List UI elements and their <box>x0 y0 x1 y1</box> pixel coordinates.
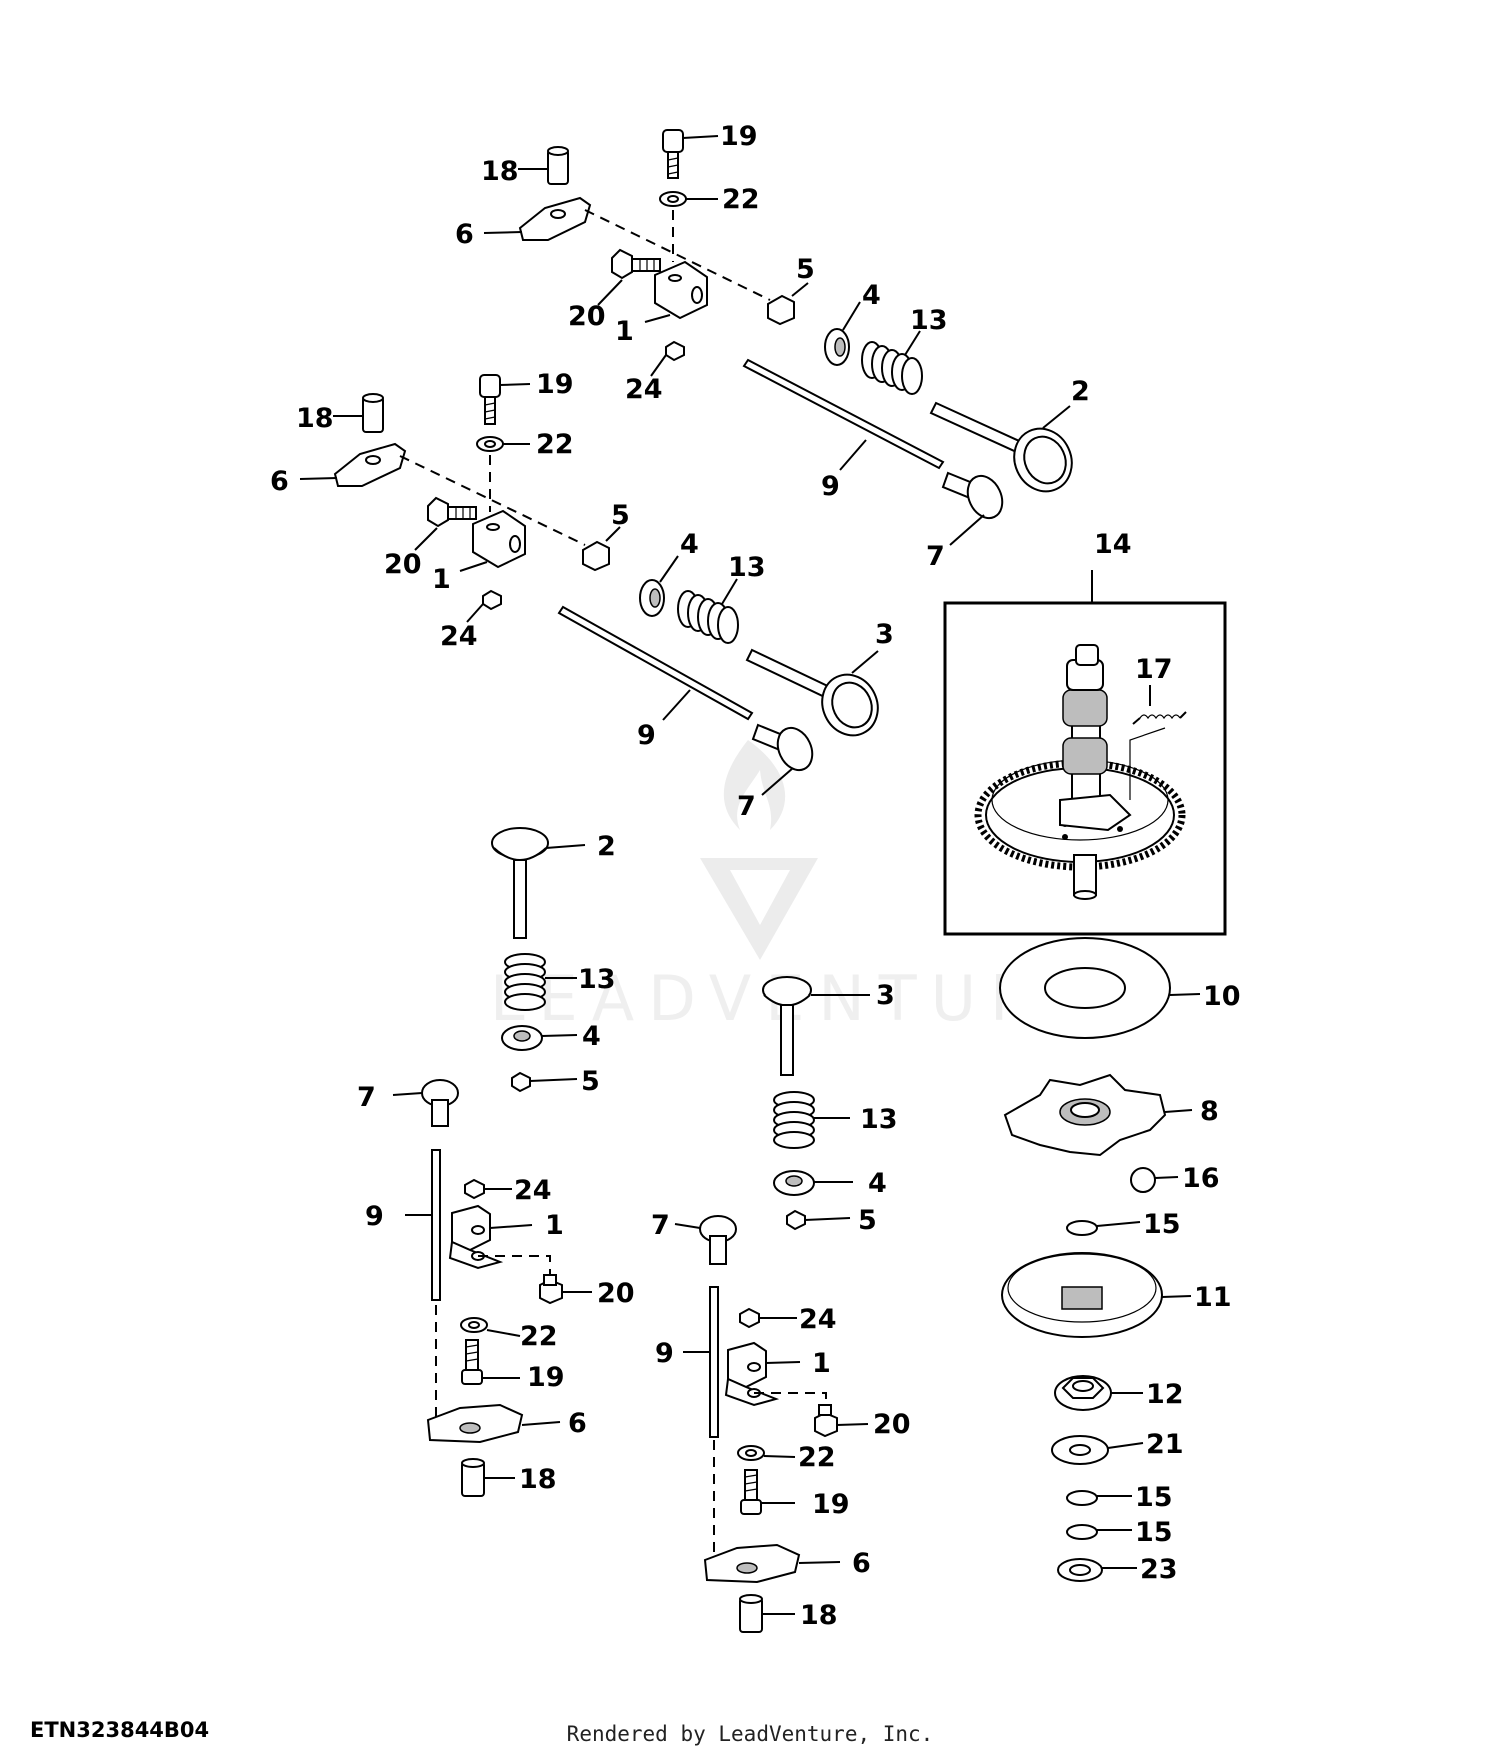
callout-13: 13 <box>860 1104 898 1135</box>
callout-7: 7 <box>651 1210 670 1241</box>
callout-22: 22 <box>798 1442 836 1473</box>
callout-1: 1 <box>812 1348 831 1379</box>
callout-20: 20 <box>597 1278 635 1309</box>
callout-23: 23 <box>1140 1554 1178 1585</box>
callout-24: 24 <box>514 1175 552 1206</box>
callout-labels: 19 22 18 6 5 20 1 24 4 13 2 9 7 19 18 22… <box>270 121 1241 1631</box>
callout-15: 15 <box>1135 1482 1173 1513</box>
callout-1: 1 <box>545 1210 564 1241</box>
callout-14: 14 <box>1094 529 1132 560</box>
lower-valve-assembly-d <box>674 976 870 1633</box>
callout-6: 6 <box>568 1408 587 1439</box>
callout-3: 3 <box>875 619 894 650</box>
camshaft-kit-box <box>943 570 1227 936</box>
callout-9: 9 <box>655 1338 674 1369</box>
callout-18: 18 <box>481 156 519 187</box>
callout-24: 24 <box>625 374 663 405</box>
callout-18: 18 <box>296 403 334 434</box>
callout-7: 7 <box>926 541 945 572</box>
callout-9: 9 <box>821 471 840 502</box>
callout-13: 13 <box>728 552 766 583</box>
callout-9: 9 <box>365 1201 384 1232</box>
callout-20: 20 <box>568 301 606 332</box>
callout-17: 17 <box>1135 654 1173 685</box>
callout-12: 12 <box>1146 1379 1184 1410</box>
callout-20: 20 <box>873 1409 911 1440</box>
watermark-logo <box>700 740 818 960</box>
callout-20: 20 <box>384 549 422 580</box>
callout-13: 13 <box>910 305 948 336</box>
callout-5: 5 <box>611 500 630 531</box>
callout-19: 19 <box>720 121 758 152</box>
callout-5: 5 <box>858 1205 877 1236</box>
callout-9: 9 <box>637 720 656 751</box>
callout-19: 19 <box>536 369 574 400</box>
governor-stack <box>999 937 1201 1582</box>
callout-22: 22 <box>722 184 760 215</box>
callout-22: 22 <box>536 429 574 460</box>
callout-15: 15 <box>1143 1209 1181 1240</box>
callout-4: 4 <box>582 1021 601 1052</box>
callout-18: 18 <box>800 1600 838 1631</box>
callout-2: 2 <box>1071 376 1090 407</box>
callout-16: 16 <box>1182 1163 1220 1194</box>
upper-valve-assembly-a <box>483 129 1073 546</box>
callout-18: 18 <box>519 1464 557 1495</box>
diagram-code: ETN323844B04 <box>30 1718 210 1742</box>
callout-7: 7 <box>737 791 756 822</box>
callout-24: 24 <box>440 621 478 652</box>
callout-5: 5 <box>581 1066 600 1097</box>
callout-1: 1 <box>432 564 451 595</box>
rendered-by-footer: Rendered by LeadVenture, Inc. <box>566 1722 934 1746</box>
callout-22: 22 <box>520 1321 558 1352</box>
callout-4: 4 <box>868 1168 887 1199</box>
callout-24: 24 <box>799 1304 837 1335</box>
callout-4: 4 <box>680 529 699 560</box>
lower-valve-assembly-c <box>392 827 592 1497</box>
callout-3: 3 <box>876 980 895 1011</box>
callout-19: 19 <box>812 1489 850 1520</box>
callout-6: 6 <box>852 1548 871 1579</box>
callout-6: 6 <box>455 219 474 250</box>
callout-13: 13 <box>578 964 616 995</box>
callout-19: 19 <box>527 1362 565 1393</box>
callout-6: 6 <box>270 466 289 497</box>
callout-2: 2 <box>597 831 616 862</box>
callout-5: 5 <box>796 254 815 285</box>
callout-8: 8 <box>1200 1096 1219 1127</box>
callout-7: 7 <box>357 1082 376 1113</box>
callout-11: 11 <box>1194 1282 1232 1313</box>
upper-valve-assembly-b <box>299 374 879 796</box>
callout-10: 10 <box>1203 981 1241 1012</box>
callout-4: 4 <box>862 280 881 311</box>
callout-21: 21 <box>1146 1429 1184 1460</box>
callout-15: 15 <box>1135 1517 1173 1548</box>
callout-1: 1 <box>615 316 634 347</box>
